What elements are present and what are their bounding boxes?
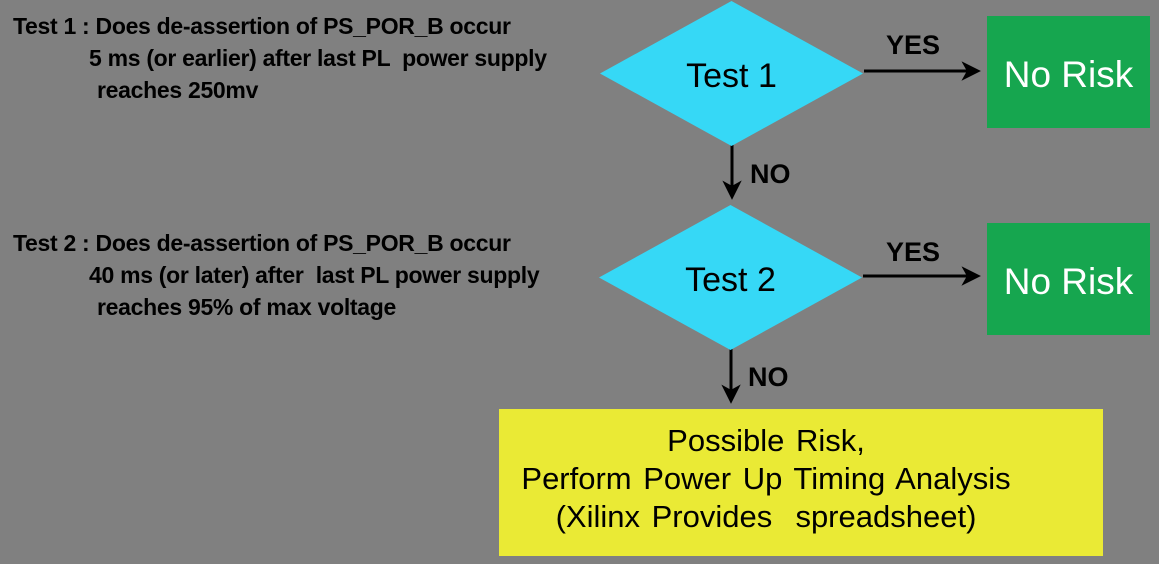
result-node-no-risk-2: No Risk xyxy=(987,223,1150,335)
result-node-no-risk-1: No Risk xyxy=(987,16,1150,128)
test2-description-line-3: reaches 95% of max voltage xyxy=(97,294,397,320)
decision-node-test1-label: Test 1 xyxy=(686,56,777,95)
possible-risk-line-2: Perform Power Up Timing Analysis xyxy=(521,461,1011,496)
possible-risk-line-1: Possible Risk, xyxy=(667,423,865,458)
decision-node-test2: Test 2 xyxy=(599,205,862,350)
decision-node-test2-label: Test 2 xyxy=(685,260,776,299)
test1-description-line-2: 5 ms (or earlier) after last PL power su… xyxy=(89,45,547,71)
edge-label-test2-no: NO xyxy=(748,362,789,392)
decision-node-test1: Test 1 xyxy=(600,1,863,146)
possible-risk-line-3: (Xilinx Provides spreadsheet) xyxy=(555,499,977,534)
test2-description-line-2: 40 ms (or later) after last PL power sup… xyxy=(89,262,540,288)
result-node-possible-risk: Possible Risk, Perform Power Up Timing A… xyxy=(499,409,1103,556)
edge-label-test1-yes: YES xyxy=(886,30,941,60)
test1-description-line-3: reaches 250mv xyxy=(97,77,259,103)
edge-label-test2-yes: YES xyxy=(886,237,941,267)
test1-description-line-1: Test 1 : Does de-assertion of PS_POR_B o… xyxy=(13,13,511,39)
test2-description: Test 2 : Does de-assertion of PS_POR_B o… xyxy=(13,227,540,323)
edge-label-test1-no: NO xyxy=(750,159,791,189)
test2-description-line-1: Test 2 : Does de-assertion of PS_POR_B o… xyxy=(13,230,511,256)
result-node-no-risk-1-label: No Risk xyxy=(1003,54,1134,95)
result-node-no-risk-2-label: No Risk xyxy=(1003,261,1134,302)
test1-description: Test 1 : Does de-assertion of PS_POR_B o… xyxy=(13,10,547,106)
